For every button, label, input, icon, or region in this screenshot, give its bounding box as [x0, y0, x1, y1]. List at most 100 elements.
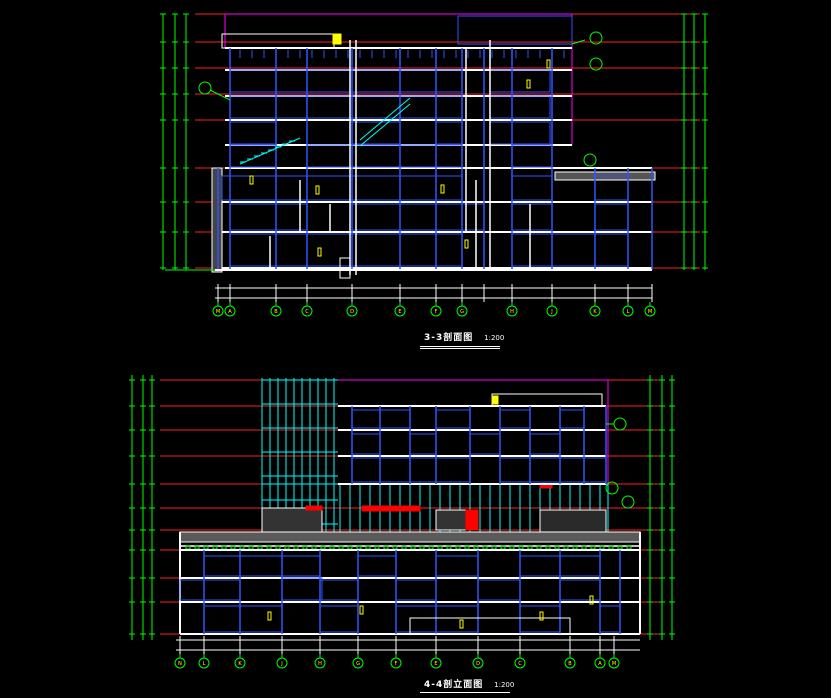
yellow-detail [464, 239, 469, 249]
room-outline [519, 605, 561, 633]
stair-flight [239, 137, 301, 165]
yellow-detail [249, 175, 254, 185]
room-outline [477, 579, 521, 601]
yellow-detail [526, 79, 531, 89]
section-3-3-title-underline-2 [420, 348, 500, 349]
axis-label: M [648, 309, 652, 315]
axis-bubble [394, 305, 406, 317]
room-outline [357, 555, 397, 577]
axis-label: K [593, 309, 597, 315]
yellow-detail [317, 247, 322, 257]
room-outline [409, 433, 437, 455]
leader-line [571, 39, 586, 45]
axis-label: D [476, 661, 480, 667]
room-outline [559, 579, 601, 601]
pit [339, 257, 351, 279]
axis-label: M [612, 661, 616, 667]
room-outline [469, 433, 501, 455]
axis-label: G [460, 309, 464, 315]
axis-label: C [305, 309, 309, 315]
axis-bubble [456, 305, 468, 317]
axis-bubble [514, 657, 526, 669]
axis-label: L [203, 661, 206, 667]
room-outline [275, 203, 308, 231]
basement-ramp [409, 617, 571, 635]
axis-bubble [622, 305, 634, 317]
hatch-area [261, 507, 323, 533]
axis-bubble [301, 305, 313, 317]
axis-label: E [398, 309, 401, 315]
room-outline [511, 144, 553, 168]
section-3-3-title: 3-3剖面图 1:200 [424, 333, 504, 344]
leader-line [209, 89, 231, 101]
yellow-detail [267, 611, 272, 621]
room-outline [319, 605, 359, 633]
room-outline [281, 555, 321, 577]
axis-bubble [472, 657, 484, 669]
room-outline [435, 69, 463, 93]
annotation-circle [198, 81, 212, 95]
axis-label: A [228, 309, 232, 315]
room-outline [511, 175, 553, 201]
room-outline [435, 409, 471, 429]
room-outline [435, 555, 479, 577]
annotation-circle [589, 57, 603, 71]
axis-label: H [510, 309, 514, 315]
axis-bubble [224, 305, 236, 317]
yellow-detail [539, 611, 544, 621]
room-outline [229, 144, 277, 168]
room-outline [594, 203, 629, 231]
room-outline [511, 203, 553, 231]
section-3-3-scale: 1:200 [484, 334, 505, 342]
room-outline [559, 457, 607, 483]
axis-bubble [234, 657, 246, 669]
room-outline [594, 175, 629, 201]
axis-bubble [212, 305, 224, 317]
axis-label: F [395, 661, 398, 667]
axis-bubble [276, 657, 288, 669]
axis-bubble [352, 657, 364, 669]
annotation-circle [621, 495, 635, 509]
room-outline [319, 579, 359, 601]
room-outline [435, 233, 463, 267]
room-outline [594, 233, 629, 267]
room-outline [229, 121, 277, 145]
axis-label: G [356, 661, 360, 667]
section-4-4-title: 4-4剖立面图 1:200 [424, 680, 514, 691]
axis-label: C [518, 661, 522, 667]
room-outline [435, 144, 463, 168]
hatch-area [435, 509, 467, 531]
red-band [305, 505, 323, 511]
annotation-circle [583, 153, 597, 167]
axis-bubble [506, 305, 518, 317]
axis-bubble [589, 305, 601, 317]
axis-label: M [216, 309, 220, 315]
yellow-block [332, 33, 342, 45]
axis-label: E [434, 661, 437, 667]
yellow-detail [315, 185, 320, 195]
annotation-circle [589, 31, 603, 45]
yellow-detail [459, 619, 464, 629]
yellow-detail [546, 59, 551, 69]
section-4-4-title-underline [420, 692, 510, 693]
room-outline [599, 605, 621, 633]
room-outline [351, 121, 401, 145]
axis-bubble [314, 657, 326, 669]
yellow-block [491, 395, 499, 405]
section-3-3-title-underline [420, 346, 500, 347]
room-outline [529, 433, 561, 455]
axis-bubble [594, 657, 606, 669]
room-outline [435, 121, 463, 145]
room-outline [379, 409, 411, 429]
axis-bubble [390, 657, 402, 669]
room-outline [239, 605, 283, 633]
axis-bubble [546, 305, 558, 317]
axis-bubble [174, 657, 186, 669]
red-band [361, 505, 421, 512]
axis-label: K [238, 661, 242, 667]
room-outline [435, 175, 463, 201]
axis-label: J [550, 309, 552, 315]
